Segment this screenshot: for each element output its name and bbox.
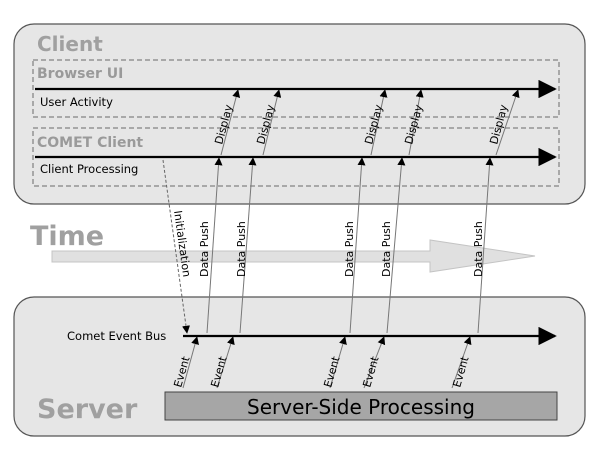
comet-client-title: COMET Client: [37, 135, 143, 151]
client-panel: [13, 23, 586, 205]
event-arrow: [363, 336, 386, 389]
display-arrow: [408, 89, 424, 156]
data-push-label: Data Push: [235, 221, 248, 277]
event-arrow: [182, 336, 199, 389]
comet-event-bus-label: Comet Event Bus: [67, 329, 166, 343]
event-arrow: [216, 336, 235, 389]
data-push-label: Data Push: [343, 221, 356, 277]
data-push-label: Data Push: [472, 221, 485, 277]
browser-ui-box: [32, 59, 560, 118]
display-arrow: [370, 89, 388, 156]
client-title: Client: [37, 32, 103, 56]
browser-ui-title: Browser UI: [37, 66, 123, 82]
server-processing-box: [164, 391, 558, 421]
time-label: Time: [30, 221, 104, 252]
event-arrow: [451, 336, 472, 389]
data-push-arrow: [477, 157, 494, 334]
display-arrow: [262, 89, 282, 156]
initialization-label: Initialization: [171, 210, 193, 278]
display-arrow: [220, 89, 241, 156]
display-arrow: [495, 89, 520, 156]
data-push-arrow: [349, 157, 366, 334]
server-processing-label: Server-Side Processing: [247, 395, 475, 419]
user-activity-label: User Activity: [40, 95, 113, 109]
data-push-arrow: [239, 157, 257, 334]
data-push-arrow: [386, 157, 406, 334]
comet-client-box: [32, 127, 560, 187]
data-push-label: Data Push: [198, 221, 211, 277]
server-title: Server: [37, 394, 138, 425]
time-arrow: [51, 239, 536, 273]
client-processing-label: Client Processing: [40, 162, 138, 176]
data-push-arrow: [206, 157, 223, 334]
initialization-arrow: [162, 159, 190, 334]
data-push-label: Data Push: [380, 221, 393, 277]
event-arrow: [329, 336, 347, 389]
